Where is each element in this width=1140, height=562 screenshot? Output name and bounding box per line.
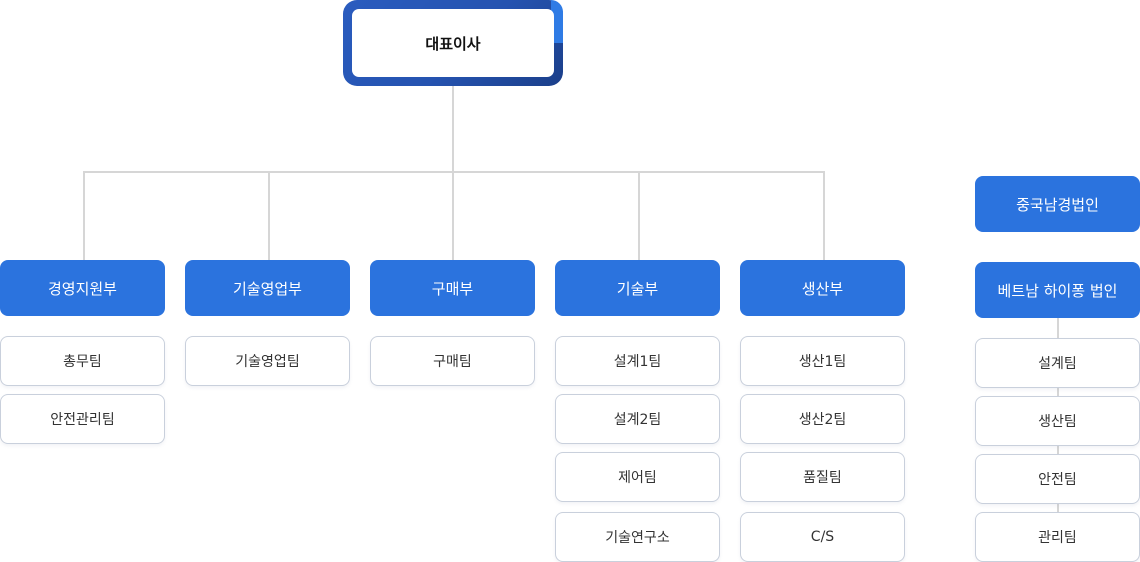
dept-purchasing: 구매부 (370, 260, 535, 316)
connector-dept-1 (83, 171, 85, 260)
team-purchasing: 구매팀 (370, 336, 535, 386)
ceo-label: 대표이사 (352, 9, 554, 77)
connector-ceo-down (452, 86, 454, 173)
team-customer-service: C/S (740, 512, 905, 562)
dept-management-support: 경영지원부 (0, 260, 165, 316)
team-vn-design: 설계팀 (975, 338, 1140, 388)
team-vn-production: 생산팀 (975, 396, 1140, 446)
connector-horizontal (83, 171, 825, 173)
dept-production: 생산부 (740, 260, 905, 316)
team-vn-safety: 안전팀 (975, 454, 1140, 504)
connector-dept-5 (823, 171, 825, 260)
subsidiary-china-nanjing: 중국남경법인 (975, 176, 1140, 232)
connector-dept-4 (638, 171, 640, 260)
team-quality: 품질팀 (740, 452, 905, 502)
team-safety-management: 안전관리팀 (0, 394, 165, 444)
connector-dept-3 (452, 171, 454, 260)
team-technical-sales: 기술영업팀 (185, 336, 350, 386)
team-research-lab: 기술연구소 (555, 512, 720, 562)
team-vn-management: 관리팀 (975, 512, 1140, 562)
team-control: 제어팀 (555, 452, 720, 502)
dept-technical-sales: 기술영업부 (185, 260, 350, 316)
team-production-1: 생산1팀 (740, 336, 905, 386)
team-general-affairs: 총무팀 (0, 336, 165, 386)
connector-dept-2 (268, 171, 270, 260)
team-production-2: 생산2팀 (740, 394, 905, 444)
ceo-node: 대표이사 (343, 0, 563, 86)
team-design-1: 설계1팀 (555, 336, 720, 386)
subsidiary-vietnam-haiphong: 베트남 하이퐁 법인 (975, 262, 1140, 318)
dept-engineering: 기술부 (555, 260, 720, 316)
team-design-2: 설계2팀 (555, 394, 720, 444)
